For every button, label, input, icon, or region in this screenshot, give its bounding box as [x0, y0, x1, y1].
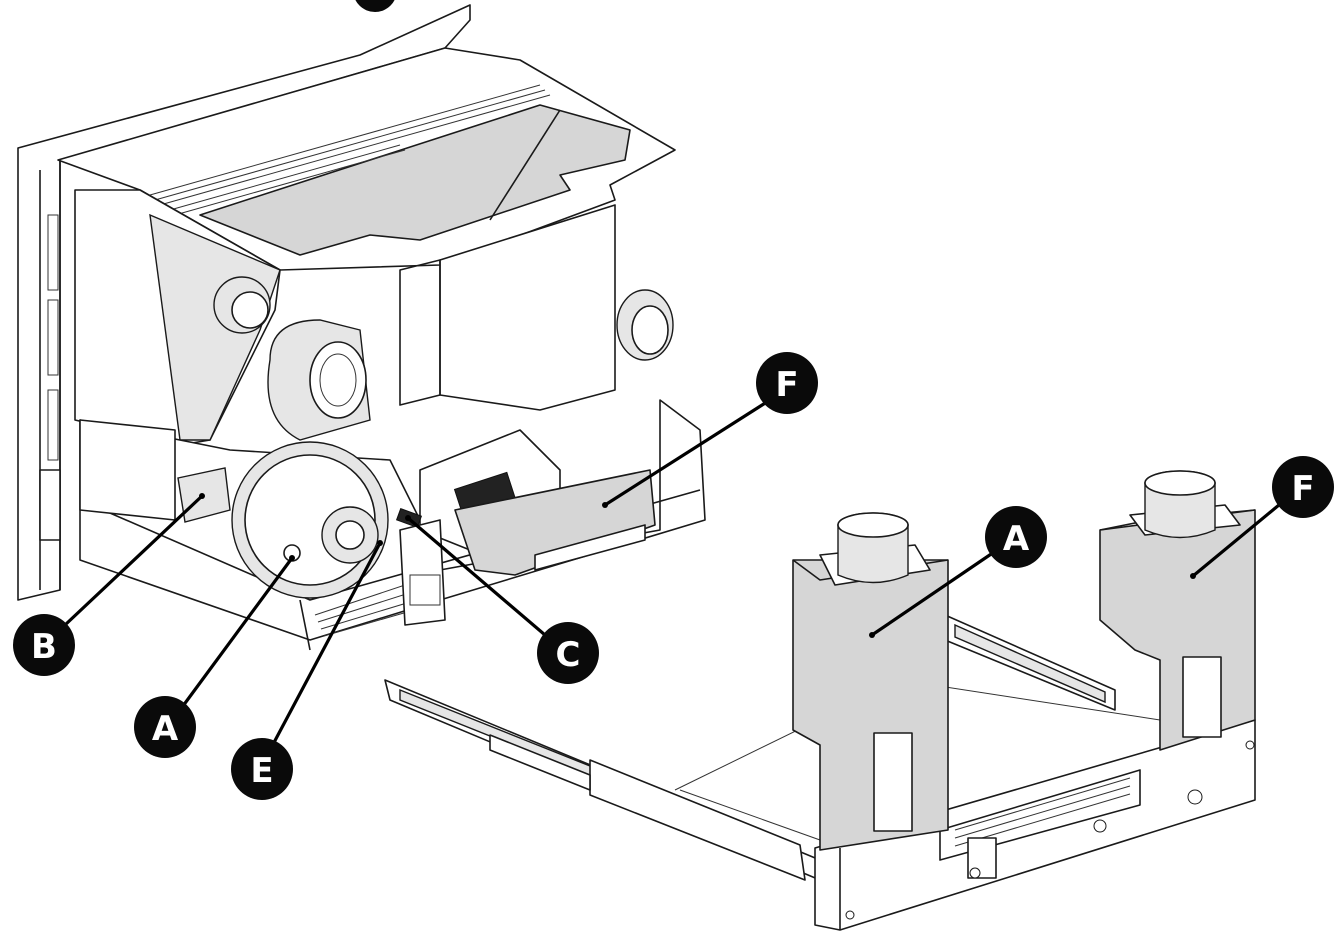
callout-F-right: F — [1272, 456, 1334, 518]
leader-B — [63, 494, 204, 627]
leader-A-right — [871, 546, 1001, 637]
callout-A-left-label: A — [152, 709, 179, 749]
callout-A-right-label: A — [1003, 519, 1030, 559]
callout-B-label: B — [31, 627, 57, 667]
callout-C-label: C — [556, 635, 581, 675]
callout-A-right: A — [985, 506, 1047, 568]
main-unit — [17, 4, 706, 651]
callout-F-top: F — [756, 352, 818, 414]
leader-F-top — [604, 398, 771, 507]
callout-F-top-label: F — [775, 365, 798, 405]
leader-A-left — [178, 557, 294, 711]
leader-E — [268, 542, 382, 751]
badge-cutoff — [355, 0, 395, 12]
callout-E: E — [231, 738, 293, 800]
callout-leaders — [63, 398, 1287, 751]
callout-F-right-label: F — [1291, 469, 1314, 509]
callout-A-left: A — [134, 696, 196, 758]
callout-C: C — [537, 622, 599, 684]
callout-B: B — [13, 614, 75, 676]
callout-E-label: E — [250, 751, 273, 791]
leader-C — [406, 516, 547, 637]
leader-F-right — [1191, 498, 1287, 578]
slide-tray — [384, 470, 1256, 931]
